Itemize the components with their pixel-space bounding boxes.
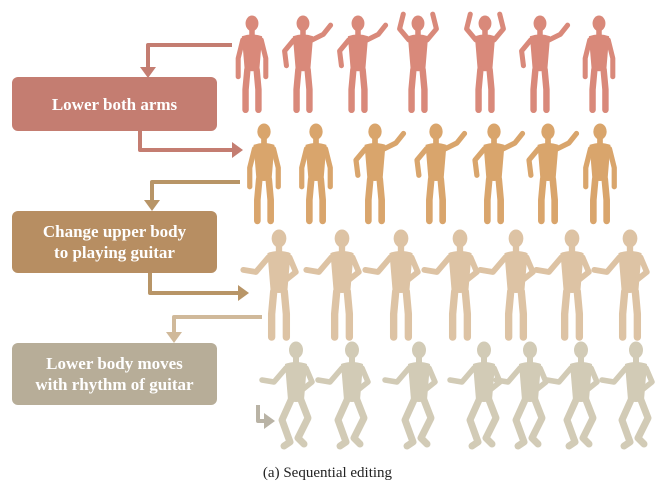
- mesh-rows: [238, 14, 652, 446]
- mesh-row-guitar-rhythm-lower-body: [262, 342, 652, 447]
- human-mesh-guitar-upper-body-3: [365, 229, 418, 337]
- human-mesh-guitar-rhythm-lower-body-6: [547, 342, 597, 447]
- arrow-out-lower-arms: [140, 131, 243, 158]
- human-mesh-original-3: [340, 16, 386, 110]
- human-mesh-original-4: [400, 14, 437, 110]
- arrow-out-guitar-rhythm: [258, 405, 275, 429]
- human-mesh-lower-arms-2: [302, 124, 331, 221]
- edit-box-lower-arms: Lower both arms: [12, 77, 217, 131]
- edit-label-guitar-rhythm: Lower body moves with rhythm of guitar: [35, 353, 193, 395]
- human-mesh-guitar-rhythm-lower-body-4: [450, 342, 500, 447]
- human-mesh-guitar-upper-body-2: [306, 229, 359, 337]
- human-mesh-guitar-upper-body-5: [480, 229, 533, 337]
- mesh-row-original: [238, 14, 613, 110]
- arrow-into-lower-arms: [140, 45, 232, 78]
- arrow-into-guitar-upper: [144, 182, 240, 211]
- edit-box-guitar-rhythm: Lower body moves with rhythm of guitar: [12, 343, 217, 405]
- arrow-into-guitar-rhythm: [166, 317, 262, 343]
- human-mesh-lower-arms-3: [356, 124, 404, 221]
- figure-caption: (a) Sequential editing: [0, 465, 655, 482]
- human-mesh-original-1: [238, 16, 266, 110]
- edit-label-lower-arms: Lower both arms: [52, 94, 177, 115]
- human-mesh-guitar-rhythm-lower-body-7: [602, 342, 652, 447]
- human-mesh-original-7: [585, 16, 613, 110]
- human-mesh-lower-arms-7: [586, 124, 615, 221]
- mesh-row-lower-arms: [250, 124, 615, 221]
- human-mesh-lower-arms-6: [529, 124, 577, 221]
- human-mesh-guitar-rhythm-lower-body-2: [318, 342, 368, 447]
- human-mesh-guitar-rhythm-lower-body-1: [262, 342, 312, 447]
- human-mesh-lower-arms-5: [475, 124, 523, 221]
- human-mesh-lower-arms-1: [250, 124, 279, 221]
- human-mesh-original-6: [522, 16, 568, 110]
- edit-box-guitar-upper-body: Change upper body to playing guitar: [12, 211, 217, 273]
- human-mesh-guitar-rhythm-lower-body-3: [385, 342, 435, 447]
- human-mesh-original-5: [467, 14, 504, 110]
- arrow-out-guitar-upper: [150, 273, 249, 301]
- human-mesh-guitar-rhythm-lower-body-5: [496, 342, 546, 447]
- mesh-row-guitar-upper-body: [243, 229, 647, 337]
- human-mesh-guitar-upper-body-7: [594, 229, 647, 337]
- human-mesh-guitar-upper-body-4: [424, 229, 477, 337]
- human-mesh-guitar-upper-body-1: [243, 229, 295, 337]
- human-mesh-guitar-upper-body-6: [536, 229, 589, 337]
- edit-label-guitar-upper-body: Change upper body to playing guitar: [43, 221, 186, 263]
- human-mesh-lower-arms-4: [417, 124, 465, 221]
- human-mesh-original-2: [285, 16, 331, 110]
